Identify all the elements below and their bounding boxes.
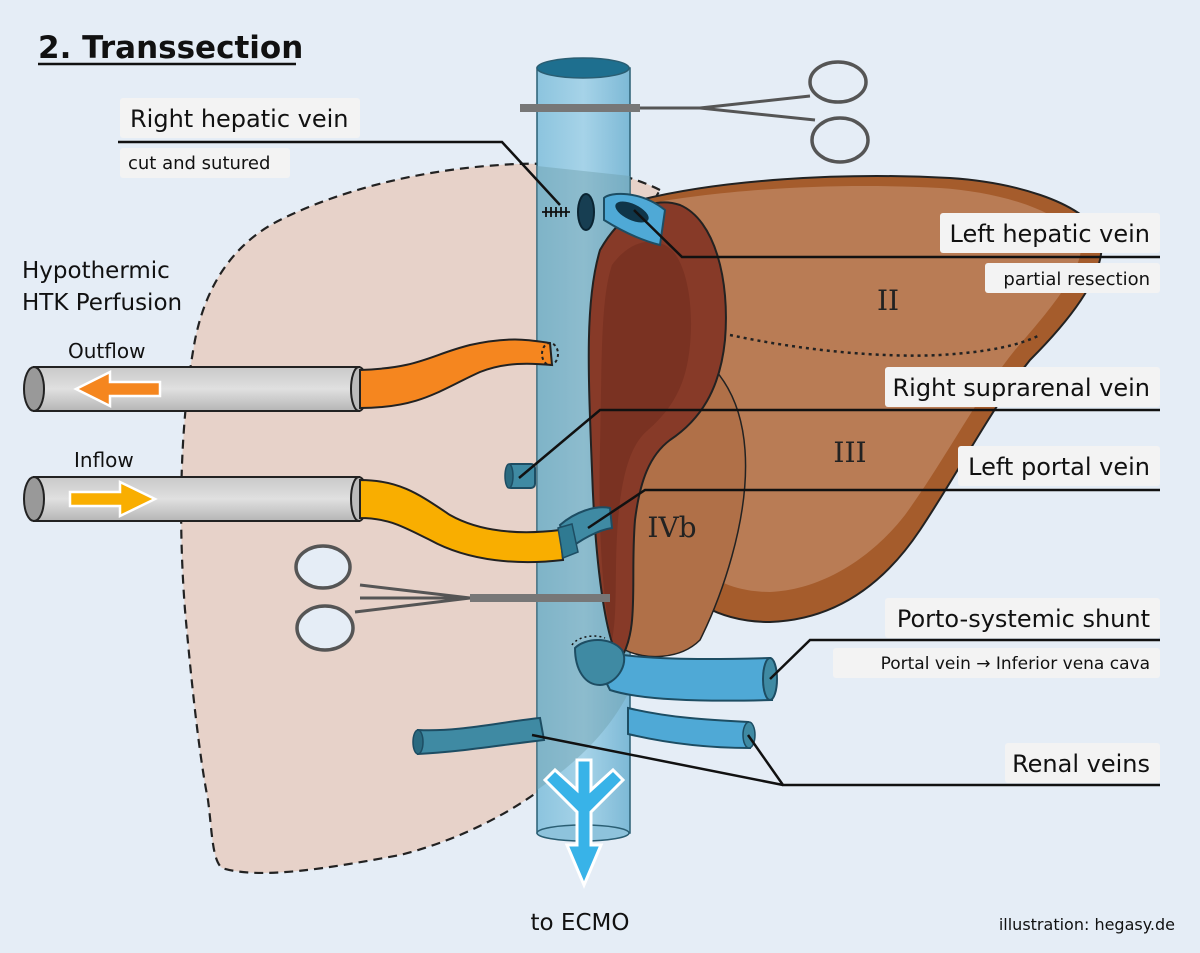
note-porto-systemic-shunt: Portal vein → Inferior vena cava — [881, 654, 1150, 674]
label-to-ecmo: to ECMO — [531, 910, 630, 936]
clamp-bottom-jaws — [470, 594, 610, 602]
label-right-hepatic-vein: Right hepatic vein — [130, 105, 349, 133]
right-hepatic-vein-note-bg — [120, 148, 290, 178]
right-hepatic-vein-sutures — [542, 207, 570, 217]
ecmo-arrow — [542, 758, 626, 889]
label-left-portal-vein: Left portal vein — [968, 453, 1150, 481]
outflow-arrow — [73, 369, 162, 409]
label-perfusion-line1: Hypothermic — [22, 258, 170, 284]
note-right-hepatic-vein: cut and sutured — [128, 153, 270, 174]
left-portal-vein-label-bg — [958, 446, 1160, 486]
inflow-tube — [23, 476, 579, 564]
portal-vein-shunt — [571, 635, 778, 702]
porto-systemic-shunt-note-bg — [833, 648, 1160, 678]
label-right-suprarenal-vein: Right suprarenal vein — [892, 374, 1150, 402]
note-left-hepatic-vein: partial resection — [1003, 269, 1150, 290]
label-inflow: Inflow — [74, 448, 134, 472]
inflow-arrow — [68, 480, 158, 518]
left-hepatic-vein-note-bg — [985, 263, 1160, 293]
label-porto-systemic-shunt: Porto-systemic shunt — [897, 605, 1150, 633]
leader-lines — [118, 140, 1160, 787]
left-hepatic-vein-label-bg — [940, 213, 1160, 253]
clamp-top-jaws — [520, 104, 640, 112]
right-hepatic-vein-label-bg — [120, 98, 360, 138]
segment-ii-label: II — [877, 284, 899, 317]
outflow-tube — [23, 338, 559, 412]
label-renal-veins: Renal veins — [1012, 750, 1150, 778]
page-title: 2. Transsection — [38, 30, 303, 66]
label-left-hepatic-vein: Left hepatic vein — [950, 220, 1150, 248]
right-suprarenal-vein-label-bg — [885, 367, 1160, 407]
segment-iii-label: III — [833, 436, 866, 469]
label-outflow: Outflow — [68, 339, 145, 363]
label-perfusion-line2: HTK Perfusion — [22, 290, 182, 316]
renal-veins — [412, 706, 756, 756]
renal-veins-label-bg — [1005, 743, 1160, 783]
credit: illustration: hegasy.de — [999, 915, 1175, 934]
porto-systemic-shunt-label-bg — [885, 598, 1160, 638]
segment-ivb-label: IVb — [647, 511, 696, 544]
segment-boundary — [729, 333, 1041, 357]
